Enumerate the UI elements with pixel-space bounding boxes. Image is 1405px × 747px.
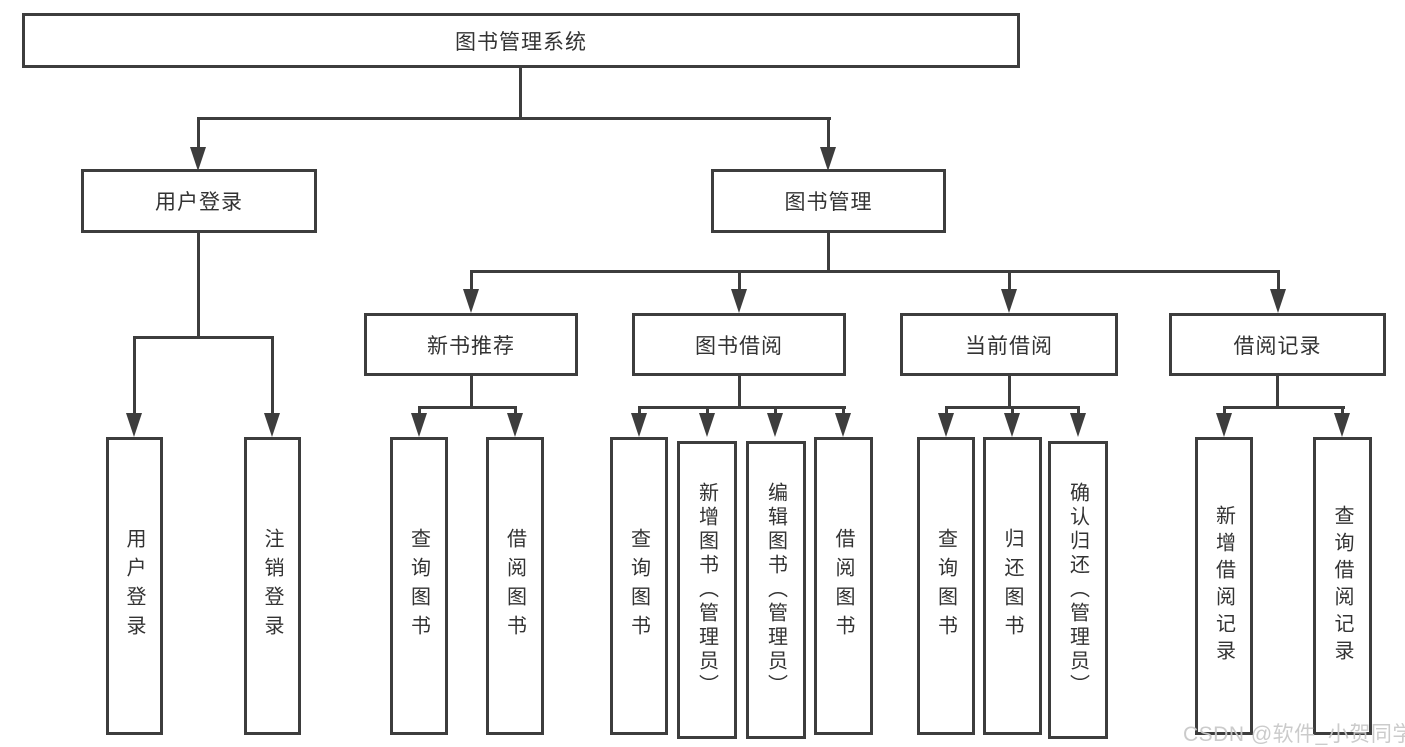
node-borrow-records: 借阅记录: [1169, 313, 1386, 376]
node-current-borrow: 当前借阅: [900, 313, 1118, 376]
connector-vline: [827, 233, 830, 271]
leaf-label: 确认归还（管理员）: [1066, 482, 1089, 698]
connector-hline: [418, 406, 517, 409]
leaf-label: 查询借阅记录: [1331, 505, 1353, 667]
arrow-down-icon: [411, 413, 427, 437]
leaf-newbooks-borrow-books: 借阅图书: [486, 437, 544, 735]
arrow-down-icon: [820, 147, 836, 171]
leaf-currentborrow-query-books: 查询图书: [917, 437, 975, 735]
leaf-label: 新增图书（管理员）: [695, 482, 718, 698]
leaf-user-login: 用户登录: [106, 437, 163, 735]
connector-hline: [638, 406, 846, 409]
arrow-down-icon: [1070, 413, 1086, 437]
leaf-newbooks-query-books: 查询图书: [390, 437, 448, 735]
arrow-down-icon: [767, 413, 783, 437]
leaf-label: 注销登录: [261, 528, 283, 644]
leaf-label: 借阅图书: [832, 528, 854, 644]
leaf-bookborrow-edit-books-admin: 编辑图书（管理员）: [746, 441, 806, 739]
leaf-logout: 注销登录: [244, 437, 301, 735]
leaf-label: 归还图书: [1001, 528, 1023, 644]
leaf-label: 借阅图书: [503, 528, 526, 644]
arrow-down-icon: [463, 289, 479, 313]
connector-stem: [638, 406, 641, 415]
arrow-down-icon: [835, 413, 851, 437]
connector-stem: [738, 270, 741, 291]
connector-stem: [945, 406, 948, 415]
node-label: 用户登录: [155, 191, 243, 214]
arrow-down-icon: [731, 289, 747, 313]
node-book-mgmt: 图书管理: [711, 169, 946, 233]
connector-hline: [470, 270, 1280, 273]
connector-stem: [418, 406, 421, 415]
arrow-down-icon: [1001, 289, 1017, 313]
node-new-books: 新书推荐: [364, 313, 578, 376]
arrow-down-icon: [1004, 413, 1020, 437]
arrow-down-icon: [126, 413, 142, 437]
node-label: 图书管理系统: [455, 30, 587, 54]
connector-stem: [1077, 406, 1080, 415]
connector-vline: [519, 68, 522, 117]
connector-vline: [1276, 376, 1279, 406]
node-label: 当前借阅: [965, 334, 1053, 358]
connector-stem: [470, 270, 473, 291]
connector-stem: [842, 406, 845, 415]
arrow-down-icon: [699, 413, 715, 437]
connector-vline: [470, 376, 473, 406]
leaf-label: 用户登录: [123, 528, 145, 644]
leaf-label: 新增借阅记录: [1212, 505, 1235, 667]
arrow-down-icon: [1216, 413, 1232, 437]
arrow-down-icon: [1270, 289, 1286, 313]
node-label: 图书管理: [784, 191, 873, 214]
arrow-down-icon: [507, 413, 523, 437]
leaf-label: 查询图书: [627, 528, 650, 644]
connector-hline: [1223, 406, 1345, 409]
arrow-down-icon: [1334, 413, 1350, 437]
node-system-root: 图书管理系统: [22, 13, 1020, 68]
leaf-bookborrow-add-books-admin: 新增图书（管理员）: [677, 441, 737, 739]
connector-stem: [271, 336, 274, 415]
leaf-bookborrow-query-books: 查询图书: [610, 437, 668, 735]
arrow-down-icon: [938, 413, 954, 437]
node-label: 图书借阅: [695, 334, 783, 358]
connector-vline: [738, 376, 741, 406]
connector-stem: [133, 336, 136, 415]
leaf-currentborrow-return-books: 归还图书: [983, 437, 1042, 735]
node-label: 借阅记录: [1233, 334, 1322, 358]
connector-stem: [1011, 406, 1014, 415]
connector-stem: [1341, 406, 1344, 415]
leaf-currentborrow-confirm-return-admin: 确认归还（管理员）: [1048, 441, 1108, 739]
connector-stem: [827, 117, 830, 149]
arrow-down-icon: [264, 413, 280, 437]
leaf-borrowrecords-add-record: 新增借阅记录: [1195, 437, 1253, 735]
connector-stem: [197, 117, 200, 149]
connector-hline: [197, 117, 831, 120]
node-label: 新书推荐: [427, 334, 515, 358]
watermark-text: CSDN @软件_小贺同学: [1183, 723, 1405, 746]
leaf-bookborrow-borrow-books: 借阅图书: [814, 437, 873, 735]
arrow-down-icon: [190, 147, 206, 171]
leaf-label: 编辑图书（管理员）: [764, 482, 787, 698]
connector-stem: [514, 406, 517, 415]
leaf-label: 查询图书: [407, 528, 430, 644]
connector-stem: [1008, 270, 1011, 291]
leaf-borrowrecords-query-record: 查询借阅记录: [1313, 437, 1372, 735]
connector-hline: [133, 336, 274, 339]
node-user-login: 用户登录: [81, 169, 317, 233]
arrow-down-icon: [631, 413, 647, 437]
connector-vline: [1008, 376, 1011, 406]
connector-stem: [774, 406, 777, 415]
node-book-borrow: 图书借阅: [632, 313, 846, 376]
connector-vline: [197, 233, 200, 336]
connector-stem: [1277, 270, 1280, 291]
connector-stem: [706, 406, 709, 415]
leaf-label: 查询图书: [934, 528, 957, 644]
connector-stem: [1223, 406, 1226, 415]
